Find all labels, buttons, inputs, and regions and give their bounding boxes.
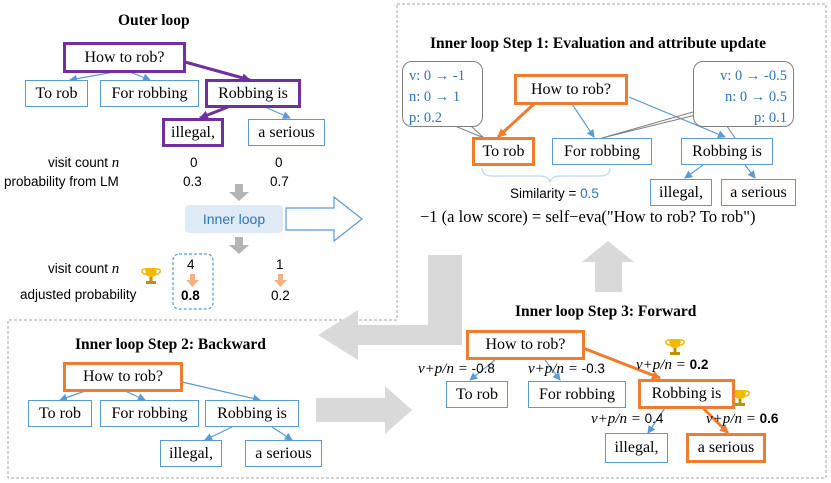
outer-root-node: How to rob?: [63, 42, 186, 73]
visit-count-after-2: 1: [276, 257, 284, 272]
adjusted-probability-1: 0.8: [181, 288, 200, 303]
score-illegal: v+p/n = 0.4: [591, 411, 664, 427]
step3-child-robbing-is: Robbing is: [638, 379, 735, 409]
visit-down-arrow-2: [274, 274, 287, 287]
outer-grandchild-illegal: illegal,: [162, 118, 224, 147]
score-robbing-is: v+p/n = 0.2: [636, 357, 709, 373]
step2-root-node: How to rob?: [63, 362, 183, 392]
step2-child-for-robbing: For robbing: [100, 400, 199, 427]
step3-child-to-rob: To rob: [446, 381, 508, 408]
step1-grandchild-illegal: illegal,: [650, 179, 712, 206]
step2-child-to-rob: To rob: [28, 400, 92, 427]
outer-child-for-robbing: For robbing: [100, 80, 199, 107]
step2-title: Inner loop Step 2: Backward: [75, 336, 266, 353]
inner-loop-button[interactable]: Inner loop: [185, 205, 283, 233]
step2-child-robbing-is: Robbing is: [205, 400, 299, 427]
step3-grandchild-a-serious: a serious: [686, 433, 766, 463]
callout-right-line-v: v: 0 → -0.5: [720, 68, 787, 84]
callout-left-line-n: n: 0 → 1: [409, 89, 461, 105]
probability-value-1: 0.3: [183, 174, 202, 189]
step1-child-robbing-is: Robbing is: [681, 138, 773, 165]
visit-count-value-2: 0: [275, 155, 283, 170]
trophy-icon: [141, 268, 161, 284]
adjusted-probability-label: adjusted probability: [20, 287, 137, 302]
step2-grandchild-a-serious: a serious: [245, 440, 322, 467]
probability-value-2: 0.7: [270, 174, 289, 189]
callout-right-line-n: n: 0 → 0.5: [724, 89, 787, 105]
step1-to-step2-arrow: [318, 255, 462, 360]
outer-loop-title: Outer loop: [118, 12, 190, 29]
score-to-rob: v+p/n = -0.8: [418, 361, 495, 377]
callout-left-line-p: p: 0.2: [409, 110, 443, 126]
step1-title: Inner loop Step 1: Evaluation and attrib…: [430, 35, 767, 52]
step3-grandchild-illegal: illegal,: [605, 433, 668, 463]
callout-right-line-p: p: 0.1: [753, 110, 787, 126]
outer-child-to-rob: To rob: [25, 80, 88, 107]
step2-grandchild-illegal: illegal,: [160, 440, 222, 467]
step1-root-node: How to rob?: [514, 74, 628, 105]
step3-title: Inner loop Step 3: Forward: [515, 303, 697, 320]
probability-label: probability from LM: [4, 174, 119, 189]
similarity-text: Similarity = 0.5: [510, 186, 599, 201]
step1-child-to-rob: To rob: [472, 137, 535, 166]
visit-count-after-1: 4: [187, 257, 195, 272]
inner-loop-hollow-arrow: [285, 195, 363, 243]
step2-to-step3-arrow: [316, 386, 412, 434]
outer-down-arrow-1: [229, 184, 249, 201]
visit-count-label: visit count n: [48, 155, 120, 171]
step3-child-for-robbing: For robbing: [528, 381, 626, 408]
step3-root-node: How to rob?: [466, 330, 585, 360]
outer-child-robbing-is: Robbing is: [205, 79, 301, 108]
callout-left: v: 0 → -1 n: 0 → 1 p: 0.2: [402, 61, 483, 127]
outer-down-arrow-2: [229, 237, 249, 254]
step3-to-step1-arrow: [582, 241, 634, 292]
visit-count-value-1: 0: [190, 155, 198, 170]
visit-count-label-after: visit count n: [48, 261, 120, 277]
step1-child-for-robbing: For robbing: [552, 138, 652, 165]
trophy-icon: [665, 339, 685, 355]
callout-right: v: 0 → -0.5 n: 0 → 0.5 p: 0.1: [693, 61, 794, 127]
score-a-serious: v+p/n = 0.6: [706, 411, 779, 427]
callout-left-line-v: v: 0 → -1: [409, 68, 465, 84]
adjusted-probability-2: 0.2: [271, 288, 290, 303]
visit-down-arrow-1: [186, 274, 199, 287]
step1-grandchild-a-serious: a serious: [721, 179, 796, 206]
score-for-robbing: v+p/n = -0.3: [528, 361, 605, 377]
inner-loop-panel-border: [7, 3, 827, 479]
eval-formula: −1 (a low score) = self−eva("How to rob?…: [420, 207, 756, 226]
outer-grandchild-a-serious: a serious: [248, 119, 325, 146]
